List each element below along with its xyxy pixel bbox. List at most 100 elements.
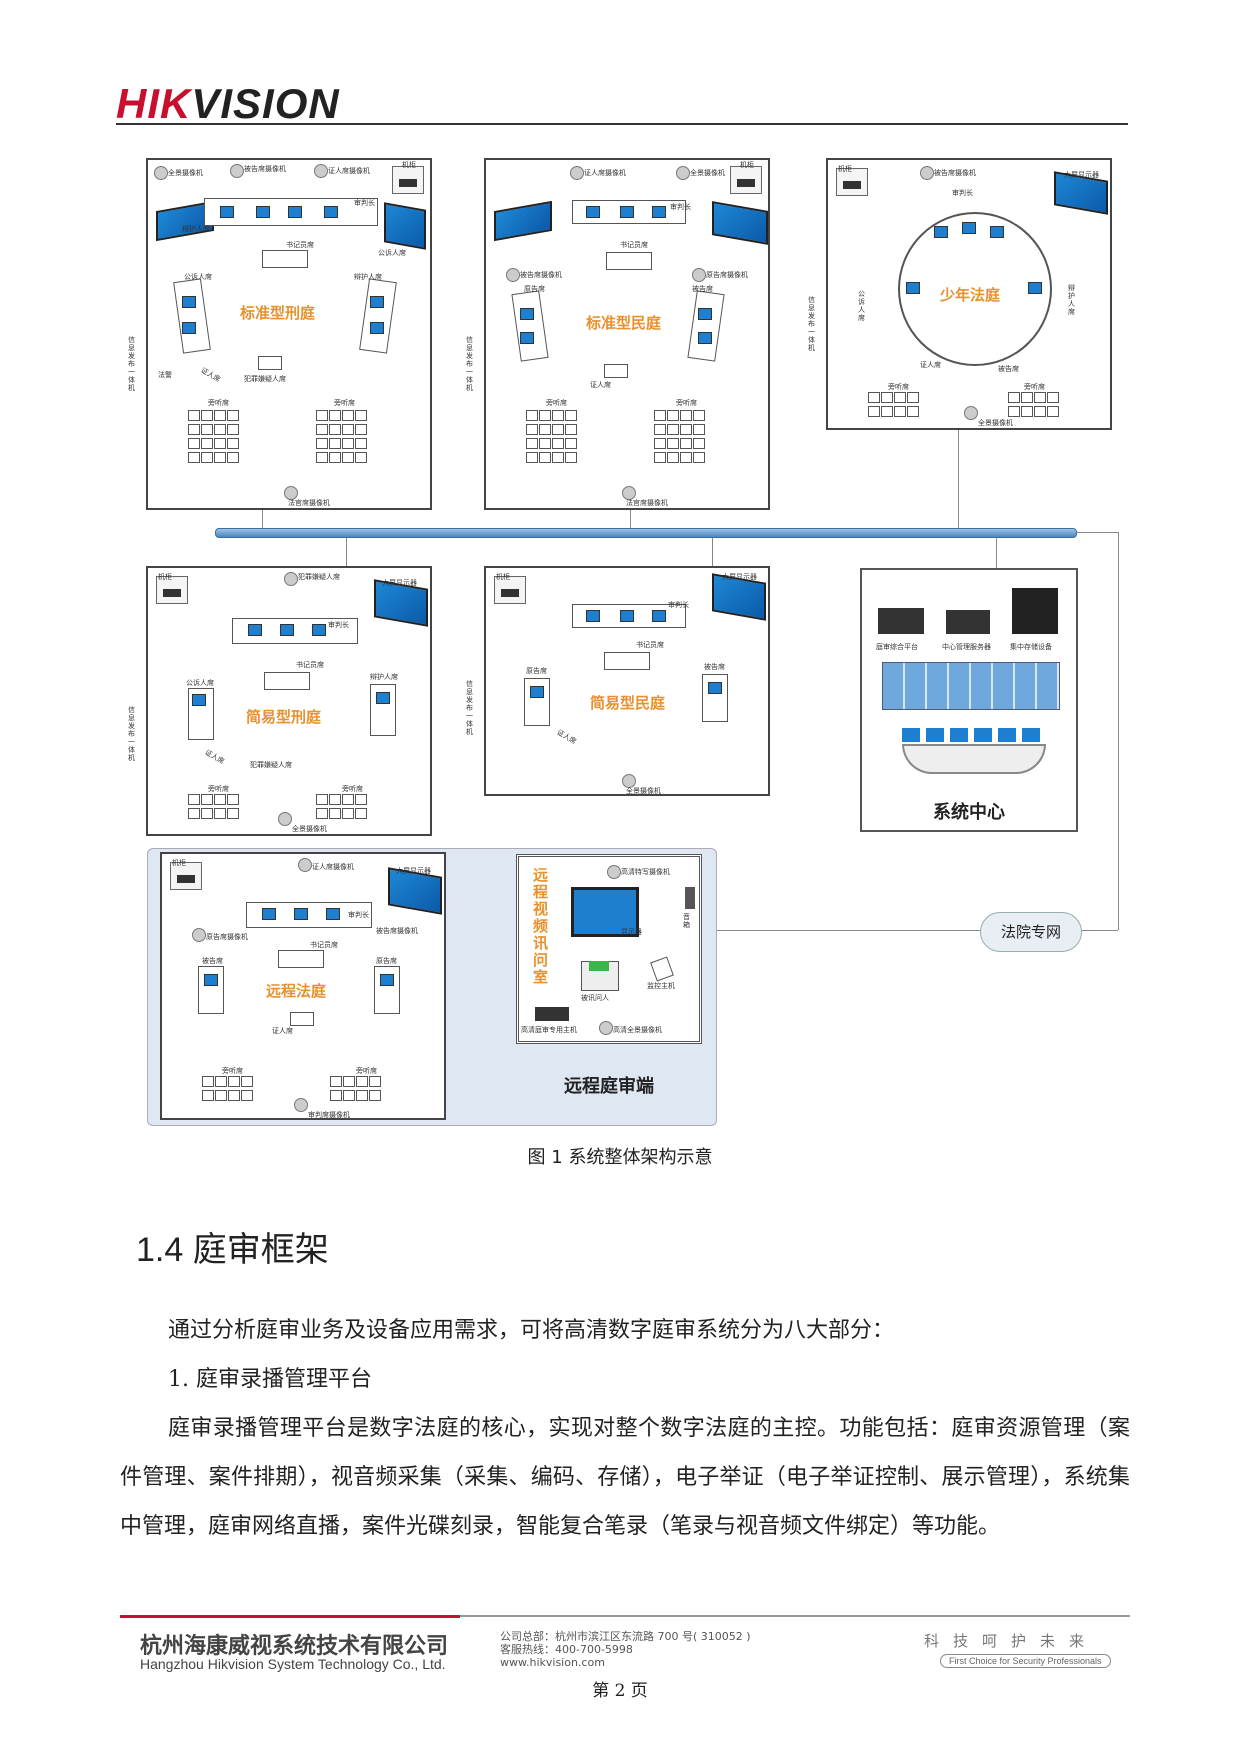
connector: [715, 930, 981, 931]
cam-label: 证人席摄像机: [312, 863, 354, 871]
network-bus: [215, 528, 1077, 538]
monitor-icon: [620, 206, 634, 218]
monitor-icon: [962, 222, 976, 234]
seat-label: 原告席: [376, 957, 397, 965]
slogan: 科技呵护未来: [924, 1632, 1099, 1650]
camera-icon: [676, 166, 690, 180]
suspect-desk: [258, 356, 282, 370]
cabinet-icon: [494, 576, 526, 604]
server-icon: [878, 608, 924, 634]
room-simple-criminal: 机柜 犯罪嫌疑人席 大屏显示器 审判长 书记员席 公诉人席 辩护人席 简易型刑庭…: [146, 566, 432, 836]
kiosk-label: 信息发布一体机: [466, 336, 473, 392]
audience-seats: [330, 1076, 381, 1101]
monitor-icon: [990, 226, 1004, 238]
cabinet-label: 机柜: [172, 859, 186, 867]
seat-label: 旁听席: [546, 399, 567, 407]
cam-label: 全景摄像机: [626, 787, 661, 795]
cabinet-icon: [392, 166, 424, 194]
server-label: 中心管理服务器: [942, 643, 991, 651]
footer-rule-accent: [120, 1615, 460, 1618]
seat-label: 审判长: [952, 189, 973, 197]
seat-label: 公诉人席: [184, 273, 212, 281]
paragraph-body: 庭审录播管理平台是数字法庭的核心，实现对整个数字法庭的主控。功能包括：庭审资源管…: [120, 1416, 1130, 1539]
system-center-label: 系统中心: [933, 802, 1005, 823]
kiosk-label: 信息发布一体机: [128, 706, 135, 762]
seat-label: 书记员席: [310, 941, 338, 949]
witness-desk: [604, 364, 628, 378]
kiosk-label: 信息发布一体机: [808, 296, 815, 352]
seat-label: 书记员席: [620, 241, 648, 249]
camera-icon: [506, 268, 520, 282]
audience-seats: [188, 410, 239, 463]
seat-label: 审判长: [328, 621, 349, 629]
seat-label: 书记员席: [636, 641, 664, 649]
monitor-icon: [620, 610, 634, 622]
cabinet-icon: [170, 862, 202, 890]
witness-desk: [290, 1012, 314, 1026]
clerk-desk: [606, 252, 652, 270]
seat-label: 被告席: [998, 365, 1019, 373]
monitor-host-icon: [650, 956, 674, 982]
monitor-icon: [520, 308, 534, 320]
monitor-icon: [248, 624, 262, 636]
header-rule: [116, 123, 1128, 125]
cam-label: 审判席摄像机: [308, 1111, 350, 1119]
plaintiff-desk: [511, 290, 549, 362]
kiosk-label: 信息发布一体机: [128, 336, 135, 392]
server-label: 集中存储设备: [1010, 643, 1052, 651]
speaker-label: 音箱: [683, 913, 690, 929]
seat-label: 公诉人席: [858, 290, 865, 322]
seat-label: 旁听席: [676, 399, 697, 407]
kiosk-label: 信息发布一体机: [466, 680, 473, 736]
cam-label: 全景摄像机: [690, 169, 725, 177]
cam-label: 原告席摄像机: [706, 271, 748, 279]
seat-label: 证人席: [199, 366, 222, 384]
company-address: 公司总部：杭州市滨江区东流路 700 号( 310052 ) 客服热线：400-…: [500, 1630, 751, 1669]
storage-icon: [1012, 588, 1058, 634]
hikvision-logo: HIKVISION: [116, 80, 340, 127]
monitor-icon: [586, 610, 600, 622]
cam-label: 证人席摄像机: [328, 167, 370, 175]
camera-icon: [314, 164, 328, 178]
clerk-desk: [278, 950, 324, 968]
display-icon: [571, 887, 639, 937]
seat-label: 证人席: [203, 748, 226, 766]
monitor-icon: [262, 908, 276, 920]
seat-label: 旁听席: [342, 785, 363, 793]
cam-label: 被告席摄像机: [520, 271, 562, 279]
clerk-desk: [262, 250, 308, 268]
cam-label: 法官席摄像机: [288, 499, 330, 507]
seat-label: 证人席: [590, 381, 611, 389]
monitor-icon: [520, 332, 534, 344]
page-number: 第 2 页: [592, 1681, 648, 1701]
seat-label: 旁听席: [334, 399, 355, 407]
cam-label: 被告席摄像机: [244, 165, 286, 173]
monitor-icon: [326, 908, 340, 920]
seat-label: 监控主机: [647, 982, 675, 990]
display-label: 显示器: [621, 928, 642, 936]
connector: [1080, 930, 1118, 931]
defendant-desk: [687, 290, 725, 362]
monitor-icon: [698, 332, 712, 344]
cabinet-icon: [836, 168, 868, 196]
room-label: 简易型刑庭: [246, 708, 322, 726]
cam-label: 全景摄像机: [978, 419, 1013, 427]
seat-label: 审判长: [348, 911, 369, 919]
clerk-desk: [264, 672, 310, 690]
remote-end-label: 远程庭审端: [564, 1076, 654, 1097]
court-network-cloud: 法院专网: [980, 912, 1082, 952]
connector: [262, 510, 263, 532]
cabinet-label: 机柜: [838, 165, 852, 173]
big-screen-icon: [384, 202, 426, 250]
audience-seats: [202, 1076, 253, 1101]
connector: [346, 536, 347, 566]
camera-icon: [964, 406, 978, 420]
big-screen-icon: [494, 200, 552, 242]
seat-label: 证人席: [555, 728, 578, 746]
room-remote-interrogation: 远程视频讯问室 高清特写摄像机 显示器 音箱 被讯问人 监控主机 高清庭审专用主…: [516, 854, 702, 1044]
cam-label: 法官席摄像机: [626, 499, 668, 507]
system-center: 庭审综合平台 中心管理服务器 集中存储设备 系统中心: [860, 568, 1078, 832]
monitor-icon: [934, 226, 948, 238]
audience-seats: [316, 794, 367, 819]
cam-label: 辩护人席: [182, 225, 210, 233]
